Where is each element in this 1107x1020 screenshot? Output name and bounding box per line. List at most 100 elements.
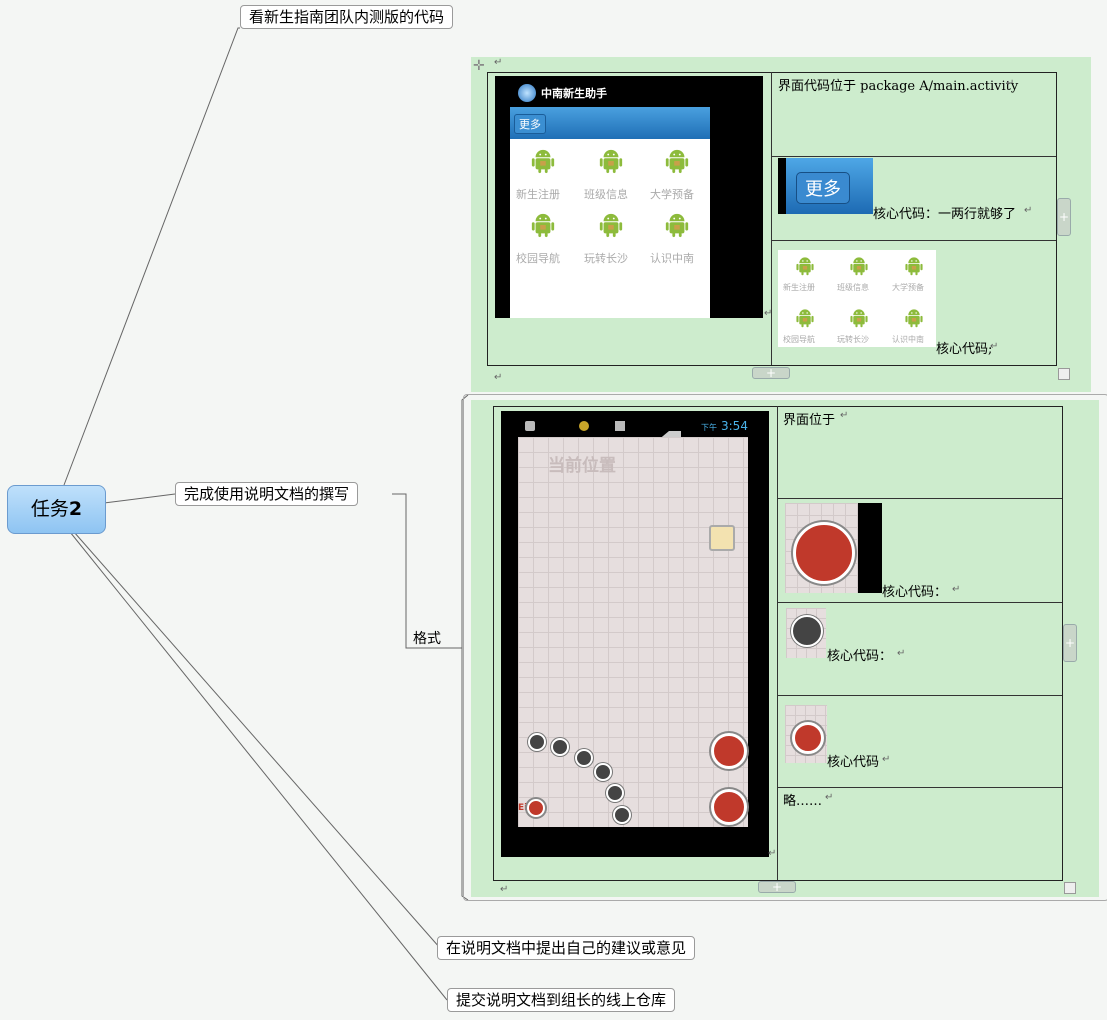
topic-suggestions[interactable]: 在说明文档中提出自己的建议或意见 bbox=[437, 936, 696, 960]
table1-resize-handle[interactable] bbox=[1058, 368, 1070, 380]
return-mark: ↵ bbox=[764, 308, 773, 319]
more-button[interactable]: 更多 bbox=[514, 114, 546, 134]
map-view[interactable]: 当前位置 Ei bbox=[518, 437, 748, 827]
app-logo-icon bbox=[518, 84, 536, 102]
app-titlebar: 更多 bbox=[510, 107, 710, 139]
status-bar: 下午 3:54 bbox=[519, 419, 749, 441]
return-mark: ↵ bbox=[768, 848, 777, 859]
return-mark: ↵ bbox=[494, 372, 503, 383]
table1-grid bbox=[487, 72, 1057, 366]
app-label: 认识中南 bbox=[892, 335, 924, 344]
return-mark: ↵ bbox=[500, 884, 509, 895]
status-ampm: 下午 bbox=[701, 423, 717, 432]
app-label: 大学预备 bbox=[650, 188, 694, 201]
table1-cell-core2: 核心代码; bbox=[936, 342, 993, 357]
table2-cell-core3: 核心代码 bbox=[827, 755, 880, 770]
android-app-icon[interactable] bbox=[664, 212, 690, 238]
android-app-icon[interactable] bbox=[530, 148, 556, 174]
table2-resize-handle[interactable] bbox=[1064, 882, 1076, 894]
table1-row-line bbox=[771, 156, 1056, 157]
tools-icon[interactable] bbox=[551, 738, 569, 756]
topic-write-doc[interactable]: 完成使用说明文档的撰写 bbox=[175, 482, 359, 506]
android-app-icon[interactable] bbox=[795, 308, 815, 328]
table1-cell-path: 界面代码位于 package A/main.activity bbox=[778, 79, 1019, 94]
android-app-icon[interactable] bbox=[598, 148, 624, 174]
return-mark: ↵ bbox=[882, 754, 891, 765]
table2-row-line bbox=[777, 695, 1062, 696]
topic-read-code[interactable]: 看新生指南团队内测版的代码 bbox=[240, 5, 454, 29]
app-label: 新生注册 bbox=[783, 283, 815, 292]
app-title: 中南新生助手 bbox=[541, 87, 607, 100]
table2-row-line bbox=[777, 787, 1062, 788]
return-mark: ↵ bbox=[1024, 205, 1033, 216]
app-label: 校园导航 bbox=[783, 335, 815, 344]
legend-text: Ei bbox=[518, 803, 528, 813]
crop-black-edge bbox=[778, 158, 786, 214]
table2-cell-core2: 核心代码： bbox=[827, 649, 893, 664]
return-mark: ↵ bbox=[1006, 78, 1015, 89]
app-label: 班级信息 bbox=[584, 188, 628, 201]
android-app-icon[interactable] bbox=[530, 212, 556, 238]
topic-submit-doc[interactable]: 提交说明文档到组长的线上仓库 bbox=[447, 988, 676, 1012]
more-button-zoom: 更多 bbox=[786, 158, 873, 214]
return-mark: ↵ bbox=[897, 648, 906, 659]
android-app-icon[interactable] bbox=[598, 212, 624, 238]
ruler-icon[interactable] bbox=[575, 749, 593, 767]
crop-black-edge bbox=[858, 503, 882, 593]
app-label: 新生注册 bbox=[516, 188, 560, 201]
route-fab-icon[interactable] bbox=[711, 733, 747, 769]
locate-fab-icon[interactable] bbox=[711, 789, 747, 825]
subtopic-format-label: 格式 bbox=[413, 631, 441, 647]
route-icon-zoom bbox=[793, 522, 855, 584]
app-label: 大学预备 bbox=[892, 283, 924, 292]
table2-bottom-expand[interactable]: + bbox=[758, 881, 796, 893]
android-app-icon[interactable] bbox=[849, 256, 869, 276]
app-label: 班级信息 bbox=[837, 283, 869, 292]
return-mark: ↵ bbox=[840, 410, 849, 421]
music-icon[interactable] bbox=[594, 763, 612, 781]
signal-icon bbox=[657, 421, 681, 441]
app-home-screen: 更多 bbox=[510, 107, 710, 318]
return-mark: ↵ bbox=[952, 584, 961, 595]
table2-side-expand[interactable]: + bbox=[1063, 624, 1077, 662]
return-mark: ↵ bbox=[990, 341, 999, 352]
table-move-handle[interactable]: ✛ bbox=[473, 58, 485, 74]
android-app-icon[interactable] bbox=[904, 256, 924, 276]
android-app-icon[interactable] bbox=[664, 148, 690, 174]
more-button-zoom-label: 更多 bbox=[796, 172, 850, 204]
book-icon[interactable] bbox=[528, 733, 546, 751]
app-label: 校园导航 bbox=[516, 252, 560, 265]
table1-bottom-expand[interactable]: + bbox=[752, 367, 790, 379]
table2-divider bbox=[777, 406, 778, 880]
app-label: 认识中南 bbox=[650, 252, 694, 265]
android-app-icon[interactable] bbox=[904, 308, 924, 328]
return-mark: ↵ bbox=[825, 792, 834, 803]
status-icon bbox=[525, 421, 535, 431]
app-screenshot-home: 中南新生助手 更多 bbox=[495, 76, 763, 318]
root-topic[interactable]: 任务2 bbox=[7, 485, 106, 534]
table2-row-line bbox=[777, 498, 1062, 499]
search-icon[interactable] bbox=[606, 784, 624, 802]
table2-callout bbox=[463, 394, 1107, 901]
table2-grid bbox=[493, 406, 1063, 881]
book-icon-zoom bbox=[791, 615, 823, 647]
return-mark: ↵ bbox=[494, 57, 503, 68]
android-app-icon[interactable] bbox=[795, 256, 815, 276]
table2-cell-core1: 核心代码： bbox=[882, 585, 948, 600]
status-icon bbox=[579, 421, 589, 431]
status-icon bbox=[615, 421, 625, 431]
app-label: 玩转长沙 bbox=[584, 252, 628, 265]
table1-cell-core: 核心代码：一两行就够了 bbox=[873, 207, 1017, 222]
android-app-icon[interactable] bbox=[849, 308, 869, 328]
table1-divider bbox=[771, 72, 772, 365]
app-screenshot-map: 下午 3:54 当前位置 Ei bbox=[501, 411, 769, 857]
arrow-right-icon[interactable] bbox=[613, 806, 631, 824]
root-topic-number: 2 bbox=[68, 498, 83, 520]
table2-cell-etc: 略…… bbox=[783, 794, 823, 809]
layers-icon[interactable] bbox=[709, 525, 735, 551]
add-fab-icon[interactable] bbox=[527, 799, 545, 817]
app-label: 玩转长沙 bbox=[837, 335, 869, 344]
table1-side-expand[interactable]: + bbox=[1057, 198, 1071, 236]
status-time: 3:54 bbox=[721, 419, 748, 433]
